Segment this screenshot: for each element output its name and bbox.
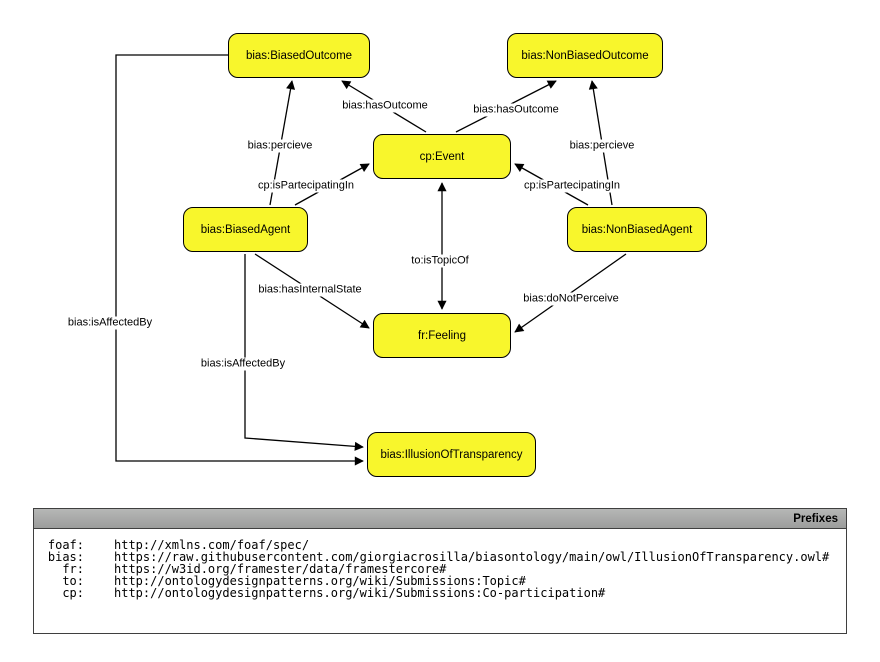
edge-label-do-not-perceive: bias:doNotPerceive [521, 292, 621, 306]
prefix-uri: https://w3id.org/framester/data/frameste… [114, 562, 447, 576]
node-biased-outcome: bias:BiasedOutcome [228, 33, 370, 78]
node-non-biased-agent: bias:NonBiasedAgent [567, 207, 707, 252]
prefix-uri: https://raw.githubusercontent.com/giorgi… [114, 550, 830, 564]
edge-label-percieve-biased: bias:percieve [245, 139, 315, 153]
edge-label-is-affected-by-outcome: bias:isAffectedBy [65, 316, 155, 330]
prefix-row: foaf: http://xmlns.com/foaf/spec/ [46, 539, 846, 551]
edge-label-is-topic-of: to:isTopicOf [409, 254, 471, 268]
prefix-row: bias: https://raw.githubusercontent.com/… [46, 551, 846, 563]
prefixes-list: foaf: http://xmlns.com/foaf/spec/ bias: … [34, 529, 846, 599]
prefix-uri: http://xmlns.com/foaf/spec/ [114, 538, 310, 552]
edge-is-affected-by-agent [244, 254, 364, 451]
ontology-diagram: bias:hasOutcome bias:hasOutcome bias:per… [65, 33, 707, 477]
edge-label-is-affected-by-agent: bias:isAffectedBy [198, 357, 288, 371]
node-non-biased-outcome: bias:NonBiasedOutcome [507, 33, 663, 78]
edge-is-affected-by-outcome [115, 54, 364, 466]
prefix-name: bias: [47, 550, 84, 564]
prefixes-panel: Prefixes foaf: http://xmlns.com/foaf/spe… [33, 508, 847, 634]
prefix-row: cp: http://ontologydesignpatterns.org/wi… [46, 587, 846, 599]
prefix-uri: http://ontologydesignpatterns.org/wiki/S… [114, 574, 526, 588]
prefixes-panel-title: Prefixes [793, 512, 838, 525]
edge-label-has-outcome-non-biased: bias:hasOutcome [471, 103, 561, 117]
prefix-name: cp: [62, 586, 84, 600]
node-illusion-of-transparency: bias:IllusionOfTransparency [367, 432, 536, 477]
prefix-name: fr: [62, 562, 84, 576]
edge-label-has-internal-state: bias:hasInternalState [256, 283, 364, 297]
prefix-name: to: [62, 574, 84, 588]
edge-label-has-outcome-biased: bias:hasOutcome [340, 99, 430, 113]
edge-layer [115, 54, 627, 466]
node-biased-agent: bias:BiasedAgent [183, 207, 308, 252]
prefixes-panel-header: Prefixes [34, 509, 846, 529]
prefix-row: to: http://ontologydesignpatterns.org/wi… [46, 575, 846, 587]
edge-label-percieve-non-biased: bias:percieve [567, 139, 637, 153]
node-feeling: fr:Feeling [373, 313, 511, 358]
prefix-name: foaf: [47, 538, 84, 552]
edge-label-is-partecipating-in-non-biased: cp:isPartecipatingIn [522, 179, 622, 193]
prefix-row: fr: https://w3id.org/framester/data/fram… [46, 563, 846, 575]
edge-label-is-partecipating-in-biased: cp:isPartecipatingIn [256, 179, 356, 193]
prefix-uri: http://ontologydesignpatterns.org/wiki/S… [114, 586, 606, 600]
node-event: cp:Event [373, 134, 511, 179]
